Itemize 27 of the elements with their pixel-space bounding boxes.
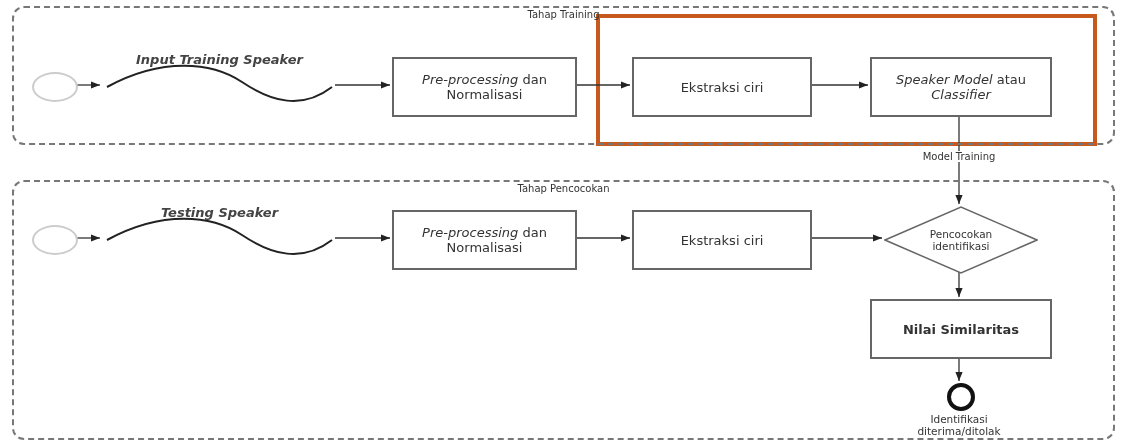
process-box: [392, 57, 577, 117]
process-box: [392, 210, 577, 270]
arrow: [955, 271, 963, 298]
node-caption: Identifikasi diterima/ditolak: [916, 413, 1002, 437]
start-circle: [32, 72, 78, 102]
input-label: Input Training Speaker: [135, 52, 305, 67]
node-label: Ekstraksi ciri: [679, 232, 765, 248]
decision-diamond: [884, 206, 1038, 274]
process-box: [870, 299, 1052, 359]
end-circle: [947, 383, 975, 411]
lane-title: Tahap Pencocokan: [516, 183, 611, 194]
arrow: [334, 81, 391, 89]
node-label: Nilai Similaritas: [901, 321, 1021, 337]
node-label: Speaker Model atau Classifier: [895, 72, 1027, 102]
node-label: Pre-processing dan Normalisasi: [421, 225, 548, 255]
swimlane: [12, 6, 1115, 145]
process-box: [632, 57, 812, 117]
node-label: Pencocokan identifikasi: [928, 228, 994, 252]
node-label: Pre-processing dan Normalisasi: [421, 72, 548, 102]
lane-title: Tahap Training: [526, 9, 601, 20]
input-label: Testing Speaker: [159, 205, 280, 220]
start-circle: [32, 225, 78, 255]
arrow: [334, 234, 391, 242]
process-box: [632, 210, 812, 270]
swimlane: [12, 180, 1115, 440]
process-box: [870, 57, 1052, 117]
node-label: Ekstraksi ciri: [679, 79, 765, 95]
